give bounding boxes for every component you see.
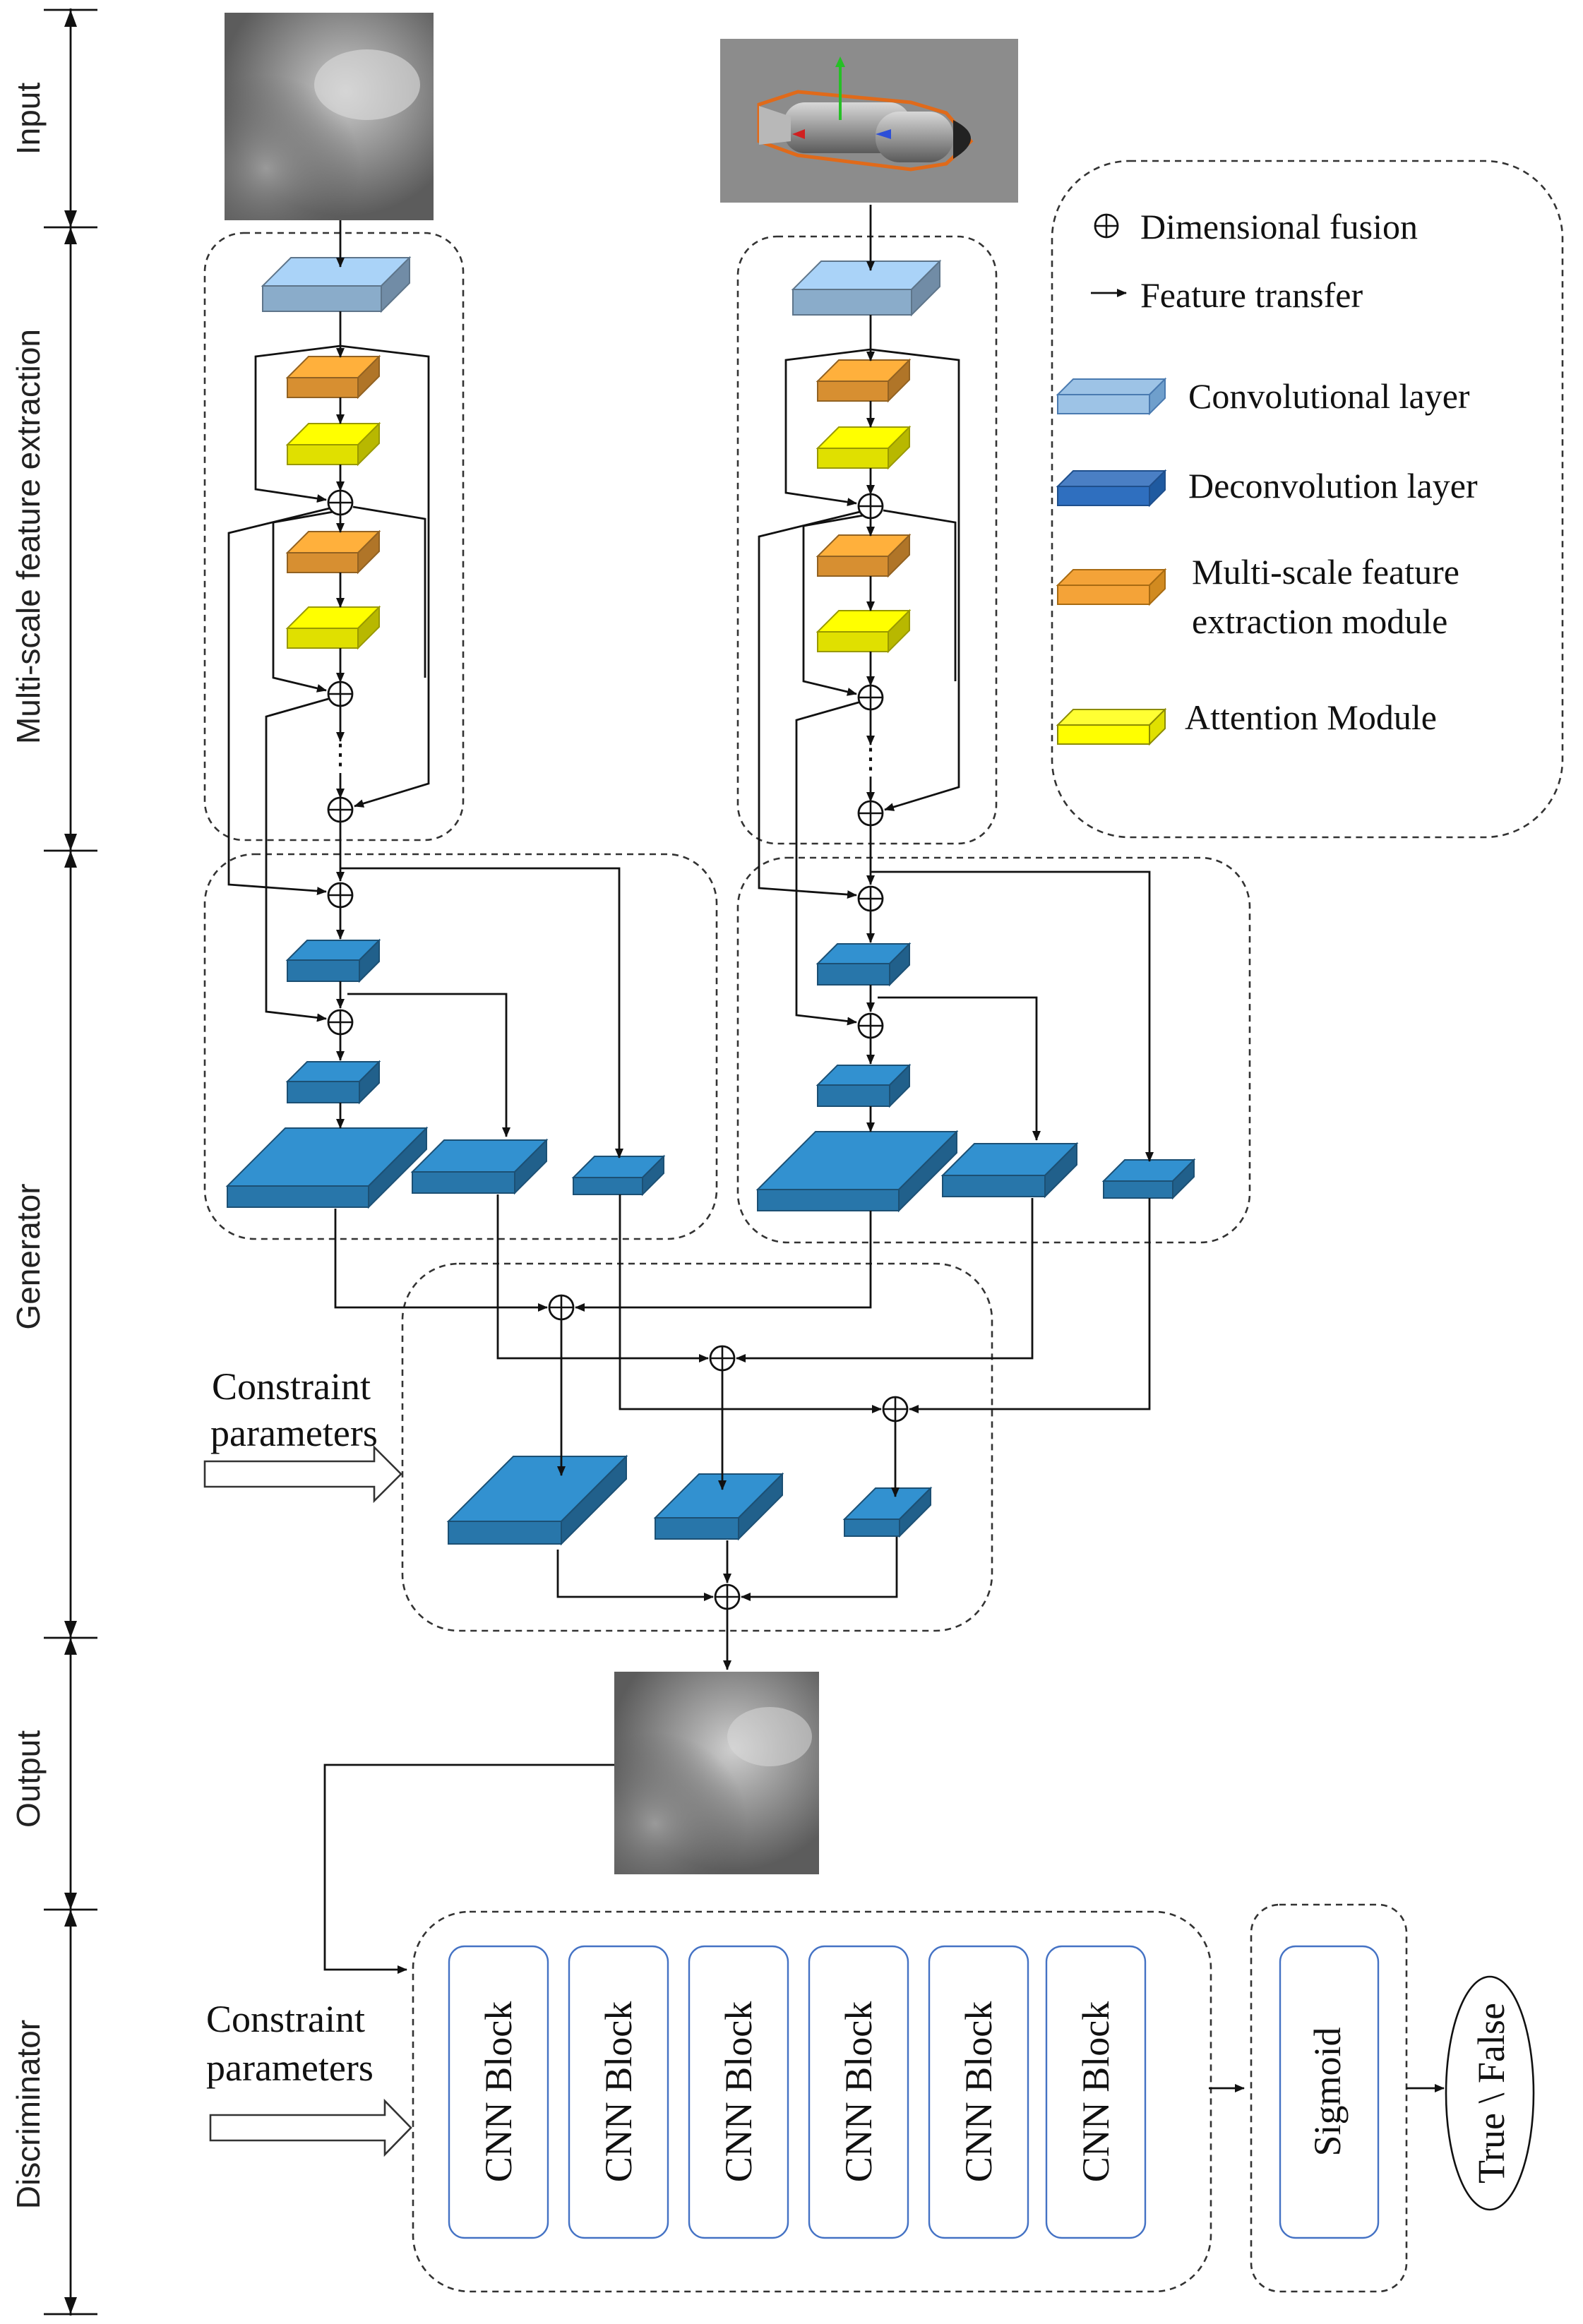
msfe-block-right-2: [816, 533, 912, 578]
deconv-small-left-2: [285, 1060, 381, 1105]
attention-block-left-2: [285, 605, 381, 650]
legend-deconv-label: Deconvolution layer: [1188, 466, 1478, 505]
constraint-label-line2-gen: parameters: [210, 1412, 378, 1454]
fusion-node: [857, 885, 884, 912]
fusion-node: [327, 796, 354, 823]
legend-msfe-label-line1: Multi-scale feature: [1192, 552, 1459, 592]
attention-block-left-1: [285, 421, 381, 467]
ellipsis-dots: ⋮ ⋮: [326, 738, 885, 774]
legend-fusion-icon: [1094, 213, 1119, 239]
cnn-block: CNN Block: [568, 1945, 669, 2239]
conv-block-right: [791, 259, 942, 317]
msfe-block-left-2: [285, 529, 381, 575]
legend-attention-label: Attention Module: [1185, 697, 1437, 737]
fusion-node: [857, 1012, 884, 1039]
deconv-fused-mid: [653, 1472, 784, 1541]
cnn-block: CNN Block: [1045, 1945, 1147, 2239]
attention-block-right-2: [816, 609, 912, 654]
deconv-small-left-3: [571, 1154, 666, 1197]
deconv-small-right-2: [816, 1063, 912, 1108]
fusion-node: [327, 681, 354, 707]
deconv-fused-large: [446, 1454, 628, 1546]
deconv-large-right: [755, 1130, 959, 1213]
legend-transfer-label: Feature transfer: [1140, 275, 1363, 315]
fusion-node: [327, 1009, 354, 1036]
legend-conv-swatch: [1056, 377, 1167, 416]
discriminator-cnn-group: [412, 1910, 1212, 2293]
deconv-fused-small: [842, 1486, 933, 1538]
msfe-block-right-1: [816, 358, 912, 403]
input-cloud-image: [225, 13, 434, 220]
stage-label-multiscale: Multi-scale feature extraction: [10, 329, 47, 744]
stage-axis: [44, 8, 97, 2316]
cnn-block: CNN Block: [448, 1945, 549, 2239]
mse-group-left: [203, 232, 465, 841]
legend-attention-swatch: [1056, 707, 1167, 746]
fusion-node: [882, 1396, 909, 1422]
fusion-node: [857, 684, 884, 711]
feature-transfer-lines: [227, 205, 1445, 2092]
result-label: True \ False: [1470, 2003, 1512, 2184]
constraint-hollow-arrow-gen: [203, 1444, 402, 1504]
deconv-large-left: [225, 1126, 429, 1209]
deconv-mid-right: [940, 1142, 1079, 1199]
input-missile-render: [720, 39, 1018, 203]
sigmoid-block: [1279, 1945, 1380, 2239]
constraint-label-line1-disc: Constraint: [206, 1998, 365, 2040]
stage-label-generator: Generator: [10, 1183, 47, 1329]
legend-msfe-label-line2: extraction module: [1192, 601, 1447, 641]
cnn-block-label: CNN Block: [597, 2001, 640, 2183]
mse-group-right: [736, 235, 998, 845]
legend: Dimensional fusion Feature transfer Conv…: [1051, 160, 1564, 839]
constraint-label-line2-disc: parameters: [206, 2047, 374, 2089]
deconv-mid-left: [410, 1138, 549, 1195]
attention-block-right-1: [816, 425, 912, 470]
deconv-small-right-1: [816, 942, 912, 987]
layer-blocks: [225, 256, 1196, 1546]
constraint-label-line1-gen: Constraint: [212, 1365, 371, 1408]
cnn-block-label: CNN Block: [717, 2001, 760, 2183]
legend-fusion-label: Dimensional fusion: [1140, 207, 1418, 246]
fusion-node: [548, 1294, 575, 1321]
generator-group-left: [203, 853, 718, 1240]
cnn-block: CNN Block: [808, 1945, 909, 2239]
fusion-node: [857, 800, 884, 827]
cnn-block-label: CNN Block: [477, 2001, 520, 2183]
cnn-blocks: CNN Block CNN Block CNN Block CNN Block CNN …: [448, 1945, 1147, 2239]
conv-block-left: [261, 256, 412, 313]
fusion-group: [401, 1262, 993, 1632]
output-cloud-image: [614, 1672, 819, 1874]
result-ellipse: [1445, 1975, 1535, 2211]
svg-text:⋮: ⋮: [326, 738, 354, 770]
cnn-block-label: CNN Block: [957, 2001, 1000, 2183]
legend-conv-label: Convolutional layer: [1188, 376, 1470, 416]
sigmoid-label: Sigmoid: [1306, 2027, 1349, 2156]
stage-label-input: Input: [10, 83, 47, 155]
msfe-block-left-1: [285, 354, 381, 400]
cnn-block: CNN Block: [928, 1945, 1029, 2239]
fusion-nodes: [327, 489, 909, 1610]
fusion-node: [709, 1345, 736, 1372]
legend-msfe-swatch: [1056, 568, 1167, 606]
discriminator-sigmoid-group: [1250, 1903, 1408, 2293]
generator-group-right: [736, 856, 1251, 1244]
fusion-node: [857, 493, 884, 520]
legend-deconv-swatch: [1056, 469, 1167, 508]
deconv-small-left-1: [285, 938, 381, 983]
constraint-hollow-arrow-disc: [209, 2098, 412, 2157]
deconv-small-right-3: [1101, 1158, 1196, 1200]
cnn-block-label: CNN Block: [837, 2001, 880, 2183]
stage-label-output: Output: [10, 1730, 47, 1828]
fusion-node: [327, 489, 354, 516]
stage-label-discriminator: Discriminator: [10, 2020, 47, 2209]
cnn-block-label: CNN Block: [1075, 2001, 1117, 2183]
svg-text:⋮: ⋮: [856, 743, 885, 774]
cnn-block: CNN Block: [688, 1945, 789, 2239]
fusion-node: [714, 1583, 741, 1610]
fusion-node: [327, 882, 354, 909]
